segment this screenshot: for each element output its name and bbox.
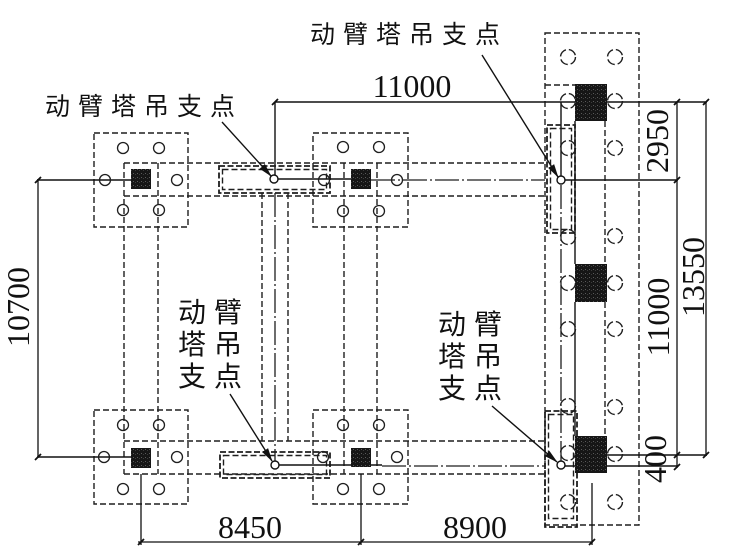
callout-label-bottom-right-line-2: 塔吊 [438,340,510,373]
bolt-hole [559,228,577,246]
bolt-hole [606,92,624,110]
bolt-hole [336,204,350,218]
dim-label-left-height: 10700 [0,267,36,347]
bolt-hole [606,274,624,292]
bolt-hole [336,482,350,496]
callout-label-bottom-right-line-3: 支点 [438,372,510,405]
column-right-middle [575,264,607,302]
callout-label-bottom-middle-line-2: 塔吊 [178,328,250,361]
dim-tick [702,451,710,459]
bolt-hole [170,173,184,187]
dim-tick [673,176,681,184]
column-bottom-left [131,448,151,468]
dim-tick [588,538,596,546]
bolt-hole [116,482,130,496]
callout-label-bottom-right-line-1: 动臂 [438,308,510,341]
callout-label-bottom-middle-line-3: 支点 [178,360,250,393]
dim-tick [271,98,279,106]
pad-top-middle [312,132,409,228]
dim-label-bottom-left-span: 8450 [218,509,282,545]
callout-label-bottom-middle-line-1: 动臂 [178,296,250,329]
bolt-hole [606,139,624,157]
dim-label-right-lower-offset: 400 [637,435,673,483]
dim-label-top-pivot-span: 11000 [373,68,452,104]
column-bottom-middle [351,448,371,467]
bolt-hole [372,418,386,432]
dim-label-right-pivot-span: 11000 [640,278,676,357]
column-top-middle [351,169,371,189]
bolt-hole [372,204,386,218]
boom-tower-frame [261,102,289,461]
callout-arrows [221,54,559,463]
bolt-hole [152,482,166,496]
bolt-hole [98,173,112,187]
bolt-hole [372,482,386,496]
bolt-hole [170,450,184,464]
bolt-hole [116,418,130,432]
bolt-hole [606,227,624,245]
bolt-hole [97,450,111,464]
callout-labels: 动臂塔吊支点 动臂塔吊支点 动臂 塔吊 支点 动臂 塔吊 支点 [45,20,510,405]
dim-tick [357,538,365,546]
bolt-hole [606,320,624,338]
bolt-hole [152,203,166,217]
bolt-hole [336,418,350,432]
bolt-hole [559,139,577,157]
callout-arrow-bottom-middle [229,393,273,462]
bolt-holes [97,48,624,511]
dim-label-right-upper-offset: 2950 [639,109,675,173]
bolt-hole [372,140,386,154]
dim-label-right-total: 13550 [675,237,711,317]
beam-grid [123,162,545,475]
callout-arrow-top-left [221,121,272,177]
callout-arrow-bottom-right [491,405,558,463]
dimension-labels: 11000 2950 11000 13550 400 10700 8450 89… [0,68,711,545]
bolt-hole [559,48,577,66]
bolt-hole [390,173,404,187]
boom-plate-top-right-inner [549,127,573,231]
bolt-hole [559,493,577,511]
support-point-top-middle [269,174,279,184]
bolt-hole [606,445,624,463]
boom-support-points [269,174,566,470]
columns [131,84,607,473]
dim-tick [702,98,710,106]
dim-tick [673,98,681,106]
bolt-hole [606,48,624,66]
callout-label-top-left: 动臂塔吊支点 [45,92,243,121]
column-right-bottom [575,436,607,473]
bolt-hole [559,320,577,338]
bolt-hole [317,173,331,187]
column-top-left [131,169,151,189]
column-right-top [575,84,607,121]
bolt-hole [116,203,130,217]
dimension-lines [37,102,707,545]
support-point-top-right [556,175,566,185]
bolt-hole [116,141,130,155]
support-point-bottom-middle [270,460,280,470]
callout-label-top-right: 动臂塔吊支点 [310,20,508,49]
dimension-ticks [34,98,710,546]
bolt-hole [606,493,624,511]
bolt-hole [152,418,166,432]
bolt-hole [606,398,624,416]
support-point-bottom-right [556,460,566,470]
bolt-hole [152,141,166,155]
callout-arrow-top-right [481,54,559,178]
dim-tick [673,451,681,459]
bolt-hole [316,450,330,464]
dim-tick [34,453,42,461]
dim-tick [34,176,42,184]
dim-tick [137,538,145,546]
bolt-hole [336,140,350,154]
dim-tick [673,463,681,471]
bolt-hole [390,450,404,464]
dim-label-bottom-right-span: 8900 [443,509,507,545]
bolt-hole [559,397,577,415]
